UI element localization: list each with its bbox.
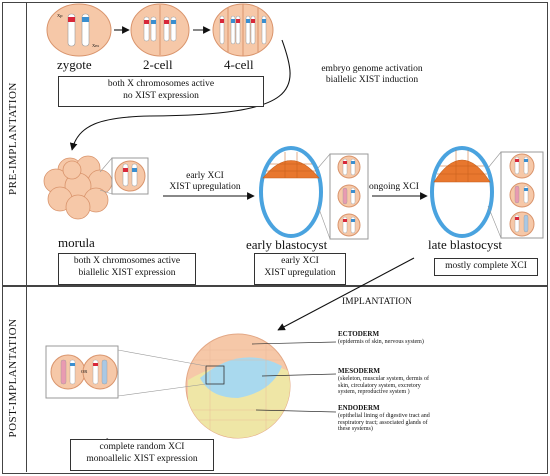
- endoderm-desc: (epithelial lining of digestive tract an…: [338, 413, 430, 433]
- late-blastocyst-inset: [487, 151, 544, 239]
- late-blastocyst: [430, 146, 494, 238]
- arrow-label-early-xci-line2: XIST upregulation: [169, 181, 241, 192]
- gastrula-zoom-box: [205, 365, 225, 385]
- mesoderm-pointer: [261, 373, 337, 377]
- endoderm-pointer: [255, 409, 337, 413]
- morula-chromosome-inset: [99, 157, 149, 195]
- caption-cleavage-line1: both X chromosomes active: [107, 79, 215, 89]
- caption-gastrula-line2: monoallelic XIST expression: [86, 453, 198, 464]
- arrow-label-early-xci: early XCI XIST upregulation: [160, 171, 250, 193]
- label-4-cell: 4-cell: [224, 57, 254, 72]
- early-blastocyst: [259, 146, 323, 238]
- zygote-cell: [46, 3, 112, 57]
- arrow-label-ongoing-xci: ongoing XCI: [369, 182, 419, 192]
- label-2-cell: 2-cell: [143, 57, 173, 72]
- ectoderm-pointer: [251, 341, 337, 345]
- caption-late-blastocyst: mostly complete XCI: [434, 258, 538, 276]
- arrow-label-egga: embryo genome activation biallelic XIST …: [302, 64, 442, 86]
- caption-morula-line2: biallelic XIST expression: [78, 267, 176, 278]
- caption-gastrula-line1: complete random XCI: [99, 442, 185, 452]
- gastrula: [185, 333, 291, 439]
- arrow-label-implantation: IMPLANTATION: [342, 297, 412, 307]
- caption-early-blastocyst-line1: early XCI: [281, 256, 319, 266]
- early-blastocyst-inset: [317, 153, 369, 240]
- label-zygote: zygote: [57, 57, 92, 72]
- post-implantation-frame: [2, 286, 548, 474]
- caption-early-blastocyst-line2: XIST upregulation: [264, 267, 336, 278]
- arrow-label-early-xci-line1: early XCI: [186, 171, 224, 181]
- arrow-implantation: [277, 257, 415, 331]
- section-divider: [2, 2, 27, 472]
- caption-late-blastocyst-line1: mostly complete XCI: [445, 261, 527, 271]
- caption-gastrula: complete random XCI monoallelic XIST exp…: [70, 439, 214, 471]
- tag-gastrula-or: OR: [81, 369, 88, 374]
- two-cell-embryo: [130, 3, 190, 57]
- tag-zygote-xp: Xp: [57, 13, 63, 18]
- tag-zygote-xm: Xm: [92, 43, 99, 48]
- arrow-label-egga-line2: biallelic XIST induction: [325, 74, 419, 85]
- label-late-blastocyst: late blastocyst: [428, 237, 503, 252]
- caption-cleavage: both X chromosomes active no XIST expres…: [58, 76, 264, 107]
- arrow-label-egga-line1: embryo genome activation: [321, 64, 423, 74]
- mesoderm-title: MESODERM: [338, 367, 380, 375]
- label-early-blastocyst: early blastocyst: [246, 237, 328, 252]
- four-cell-embryo: [212, 3, 274, 57]
- caption-cleavage-line2: no XIST expression: [123, 90, 199, 101]
- caption-morula-line1: both X chromosomes active: [73, 256, 181, 266]
- mesoderm-desc: (skeleton, muscular system, dermis of sk…: [338, 376, 429, 396]
- ectoderm-title: ECTODERM: [338, 330, 380, 338]
- ectoderm-desc: (epidermis of skin, nervous system): [338, 339, 424, 345]
- caption-morula: both X chromosomes active biallelic XIST…: [58, 253, 196, 285]
- label-morula: morula: [58, 235, 95, 250]
- pre-implantation-frame: [2, 2, 548, 286]
- arrow-4cell-morula: [69, 39, 291, 151]
- endoderm-title: ENDODERM: [338, 404, 380, 412]
- caption-early-blastocyst: early XCI XIST upregulation: [254, 253, 346, 285]
- gastrula-chromosome-inset: [45, 345, 119, 399]
- morula-cells: [43, 155, 113, 220]
